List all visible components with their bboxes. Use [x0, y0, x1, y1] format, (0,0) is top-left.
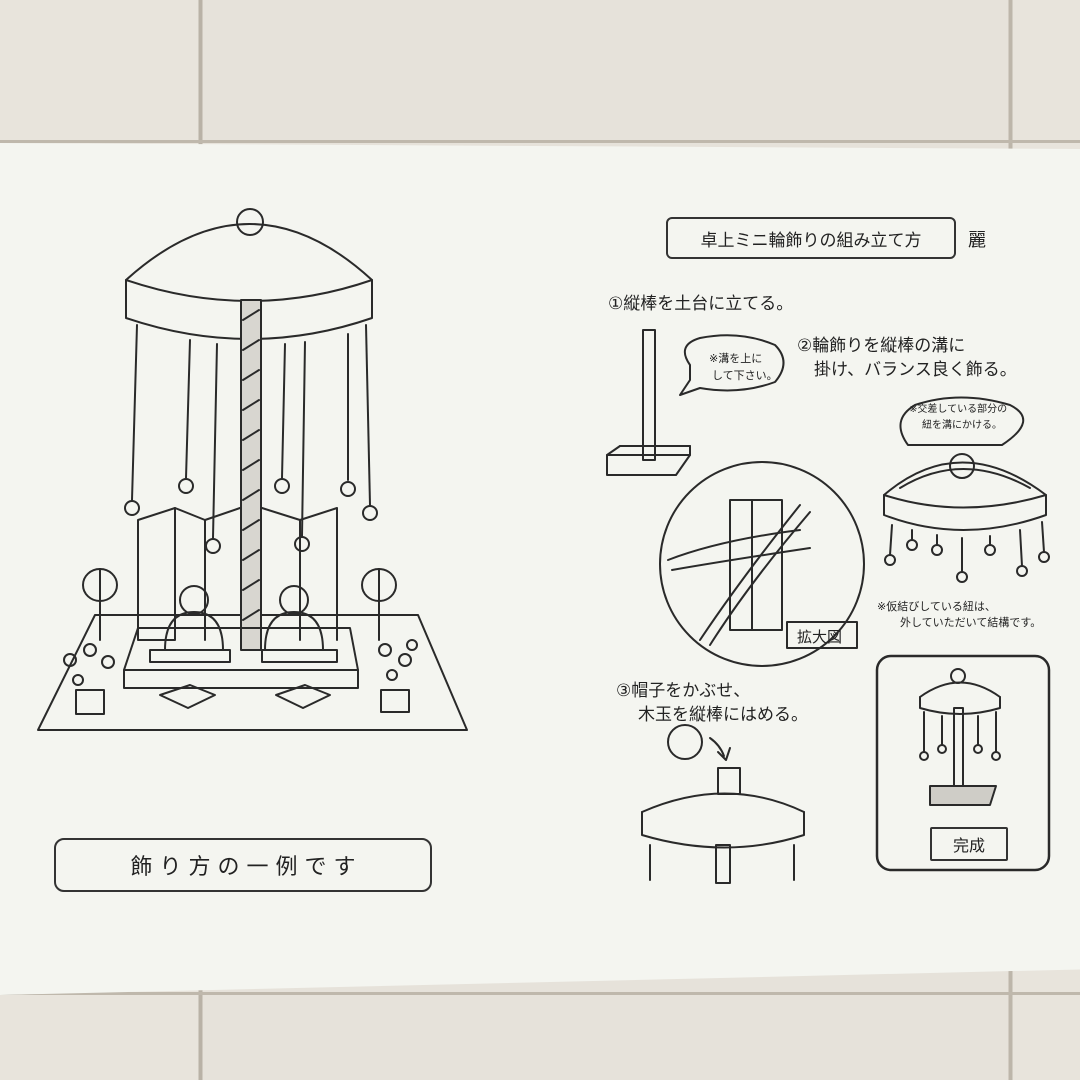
example-display-illustration — [37, 208, 468, 731]
step2-note-line2: 紐を溝にかける。 — [922, 420, 1002, 431]
sheet-title: 卓上ミニ輪飾りの組み立て方 — [700, 230, 922, 251]
step3-illustration — [641, 724, 805, 884]
zoom-label: 拡大図 — [797, 628, 843, 646]
step2-speech-bubble — [899, 396, 1025, 446]
title-mark: 麗 — [968, 230, 986, 251]
example-caption-box: 飾 り 方 の 一 例 で す — [54, 838, 432, 892]
step2-text-line1: ②輪飾りを縦棒の溝に — [797, 336, 966, 356]
step2-text-line2: 掛け、バランス良く飾る。 — [814, 360, 1017, 380]
step1-speech-bubble — [679, 334, 785, 396]
step2-illustration — [883, 396, 1050, 583]
example-caption: 飾 り 方 の 一 例 で す — [130, 855, 356, 880]
floor-plank-line — [0, 140, 1080, 143]
step2-note-line1: ※交差している部分の — [909, 404, 1008, 415]
sheet-title-box: 卓上ミニ輪飾りの組み立て方 — [666, 217, 956, 259]
top-ball — [236, 208, 264, 236]
floor-plank-line — [0, 992, 1080, 995]
step1-note-line1: ※溝を上に — [709, 352, 763, 365]
instruction-sheet — [0, 143, 1080, 995]
step3-text-line2: 木玉を縦棒にはめる。 — [638, 705, 808, 725]
zoom-detail-illustration — [659, 461, 865, 667]
complete-label: 完成 — [952, 836, 985, 855]
complete-label-box: 完成 — [930, 827, 1008, 861]
step1-illustration — [606, 329, 785, 476]
step1-text: ①縦棒を土台に立てる。 — [608, 294, 794, 314]
remove-note-line2: 外していただいて結構です。 — [900, 616, 1042, 629]
step1-note-line2: して下さい。 — [712, 369, 778, 382]
complete-illustration — [875, 654, 1051, 872]
step3-text-line1: ③帽子をかぶせ、 — [616, 681, 751, 701]
remove-note-line1: ※仮結びしている紐は、 — [877, 600, 996, 613]
